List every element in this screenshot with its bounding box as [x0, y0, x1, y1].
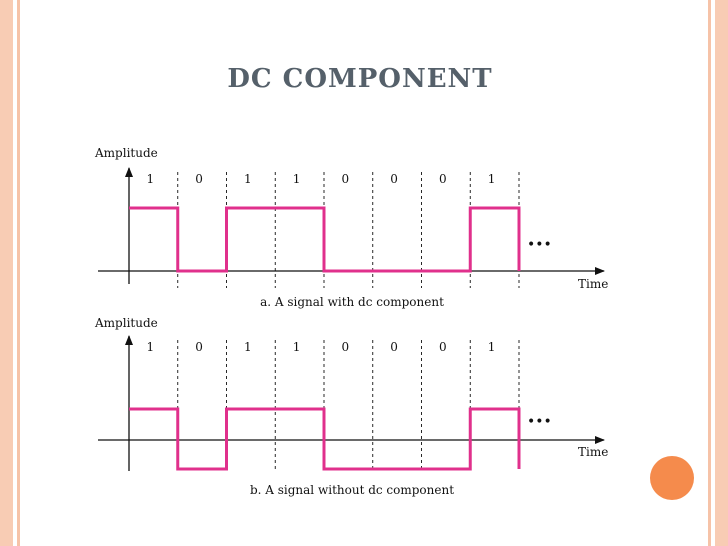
- right-border-line: [708, 0, 711, 546]
- bit-label: 0: [342, 340, 350, 354]
- bit-label: 1: [147, 172, 155, 186]
- bit-label: 1: [244, 340, 252, 354]
- bit-labels: 1 0 1 1 0 0 0 1: [147, 172, 496, 186]
- bit-label: 1: [488, 172, 496, 186]
- caption: a. A signal with dc component: [260, 295, 444, 309]
- x-axis-label: Time: [578, 445, 608, 459]
- bit-label: 0: [342, 172, 350, 186]
- bit-labels: 1 0 1 1 0 0 0 1: [147, 340, 496, 354]
- bit-label: 0: [390, 340, 398, 354]
- signal-waveform: [129, 206, 521, 273]
- y-axis-label: Amplitude: [94, 316, 158, 330]
- caption: b. A signal without dc component: [250, 483, 454, 497]
- slide-title: DC COMPONENT: [227, 64, 493, 94]
- bit-boundaries: [177, 340, 520, 472]
- y-axis-label: Amplitude: [94, 146, 158, 160]
- decorative-orange-circle: [650, 456, 694, 500]
- right-border-band: [715, 0, 728, 546]
- left-border-line: [17, 0, 20, 546]
- bit-label: 1: [488, 340, 496, 354]
- continuation-dots: •••: [527, 237, 552, 253]
- bit-label: 0: [390, 172, 398, 186]
- bit-label: 1: [244, 172, 252, 186]
- bit-label: 0: [439, 172, 447, 186]
- signal-waveform: [129, 407, 521, 471]
- bit-label: 0: [195, 340, 203, 354]
- diagram-a: Amplitude Time 1 0 1 1 0 0 0 1 ••• a. A signal …: [94, 146, 608, 309]
- left-border-band: [0, 0, 13, 546]
- bit-label: 0: [195, 172, 203, 186]
- bit-label: 1: [293, 340, 301, 354]
- continuation-dots: •••: [527, 414, 552, 430]
- bit-label: 1: [293, 172, 301, 186]
- x-axis-label: Time: [578, 277, 608, 291]
- bit-label: 0: [439, 340, 447, 354]
- diagram-b: Amplitude Time 1 0 1 1 0 0 0 1 ••• b. A signal …: [94, 316, 608, 497]
- bit-label: 1: [147, 340, 155, 354]
